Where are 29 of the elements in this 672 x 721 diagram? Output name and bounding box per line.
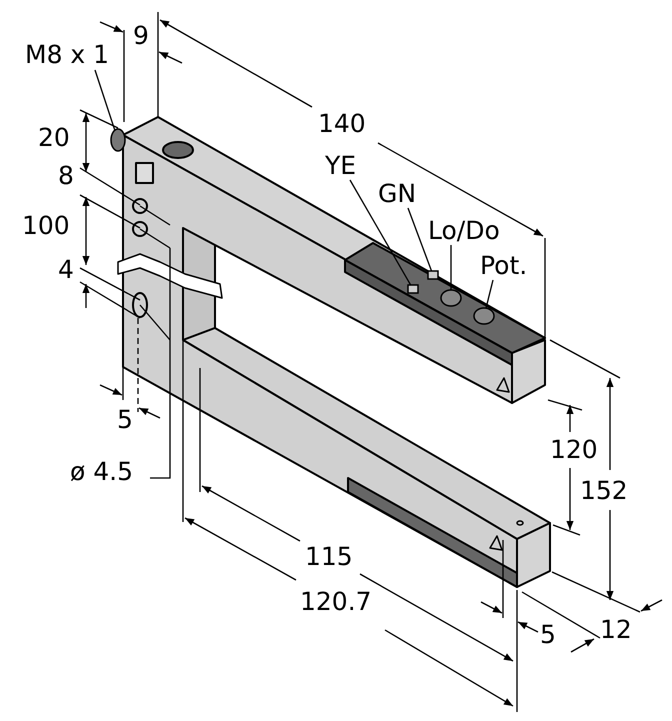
dimension-value: 115 (305, 543, 353, 571)
dimension-value: 4 (58, 256, 74, 284)
dimension-value: 8 (58, 162, 74, 190)
leader-line (94, 70, 116, 130)
led-indicator (427, 270, 439, 280)
potentiometer (473, 307, 495, 325)
dimension-value: 5 (540, 621, 556, 649)
dimension-value: 120 (550, 436, 598, 464)
leader-line (407, 208, 432, 272)
dimension-value: 140 (318, 110, 366, 138)
dimension-value: 9 (133, 22, 149, 50)
leader-line (485, 280, 494, 308)
dimension-value: 20 (38, 124, 70, 152)
part-label: Pot. (480, 252, 528, 280)
dimension-value: ø 4.5 (70, 458, 134, 486)
dimension-value: 12 (600, 616, 632, 644)
connector (110, 128, 126, 152)
part-label: YE (325, 152, 356, 180)
potentiometer (440, 289, 462, 307)
part-label: M8 x 1 (25, 41, 110, 69)
led-indicator (407, 284, 419, 294)
part-label: Lo/Do (428, 217, 500, 245)
dimension-value: 5 (117, 406, 133, 434)
leader-line (450, 245, 452, 290)
dimension-value: 100 (22, 212, 70, 240)
dimension-value: 120.7 (300, 588, 372, 616)
dimension-value: 152 (580, 477, 628, 505)
leader-line (349, 180, 412, 286)
part-label: GN (378, 180, 416, 208)
